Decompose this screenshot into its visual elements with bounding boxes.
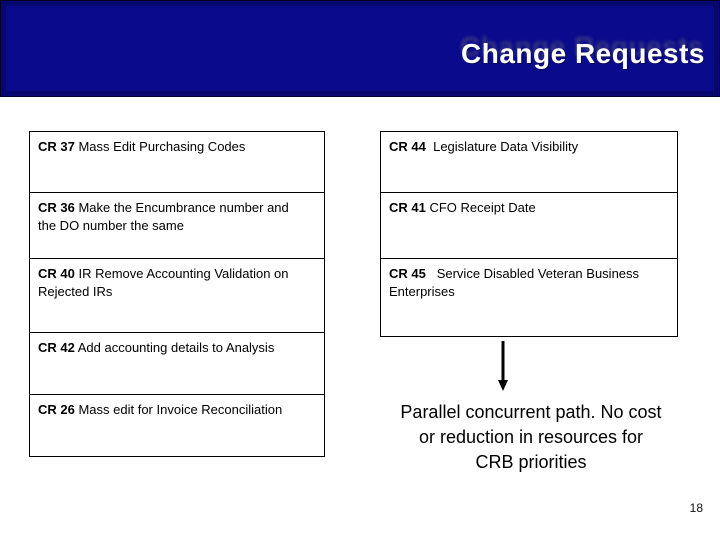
cr-item-26: CR 26 Mass edit for Invoice Reconciliati… [29, 394, 325, 457]
cr-list-left: CR 37 Mass Edit Purchasing Codes CR 36 M… [29, 131, 325, 457]
cr-code: CR 44 [389, 139, 426, 154]
cr-code: CR 41 [389, 200, 426, 215]
cr-item-37: CR 37 Mass Edit Purchasing Codes [29, 131, 325, 193]
cr-desc: CFO Receipt Date [425, 200, 536, 215]
cr-item-36: CR 36 Make the Encumbrance number and th… [29, 192, 325, 259]
cr-code: CR 40 [38, 266, 75, 281]
slide-title: Change Requests [461, 37, 705, 69]
cr-desc: Legislature Data Visibility [425, 139, 579, 154]
cr-desc: Mass Edit Purchasing Codes [74, 139, 246, 154]
cr-item-40: CR 40 IR Remove Accounting Validation on… [29, 258, 325, 333]
cr-desc: Make the Encumbrance number and the DO n… [38, 200, 289, 233]
cr-item-44: CR 44 Legislature Data Visibility [380, 131, 678, 193]
slide-title-bar: Change Requests [0, 0, 720, 97]
cr-code: CR 45 [389, 266, 426, 281]
cr-code: CR 36 [38, 200, 75, 215]
cr-list-right: CR 44 Legislature Data Visibility CR 41 … [380, 131, 678, 337]
down-arrow-icon [498, 341, 508, 391]
cr-item-45: CR 45 Service Disabled Veteran Business … [380, 258, 678, 337]
cr-code: CR 37 [38, 139, 75, 154]
cr-code: CR 26 [38, 402, 75, 417]
cr-item-42: CR 42 Add accounting details to Analysis [29, 332, 325, 395]
note-line: CRB priorities [475, 452, 587, 472]
note-line: Parallel concurrent path. No cost [400, 402, 662, 422]
cr-desc: Add accounting details to Analysis [74, 340, 275, 355]
page-number: 18 [689, 501, 703, 515]
note-line: or reduction in resources for [418, 427, 644, 447]
cr-item-41: CR 41 CFO Receipt Date [380, 192, 678, 259]
cr-desc: IR Remove Accounting Validation on Rejec… [38, 266, 289, 299]
cr-desc: Mass edit for Invoice Reconciliation [74, 402, 283, 417]
cr-desc: Service Disabled Veteran Business Enterp… [389, 266, 640, 299]
note-text: Parallel concurrent path. No cost or red… [368, 400, 694, 475]
cr-code: CR 42 [38, 340, 75, 355]
